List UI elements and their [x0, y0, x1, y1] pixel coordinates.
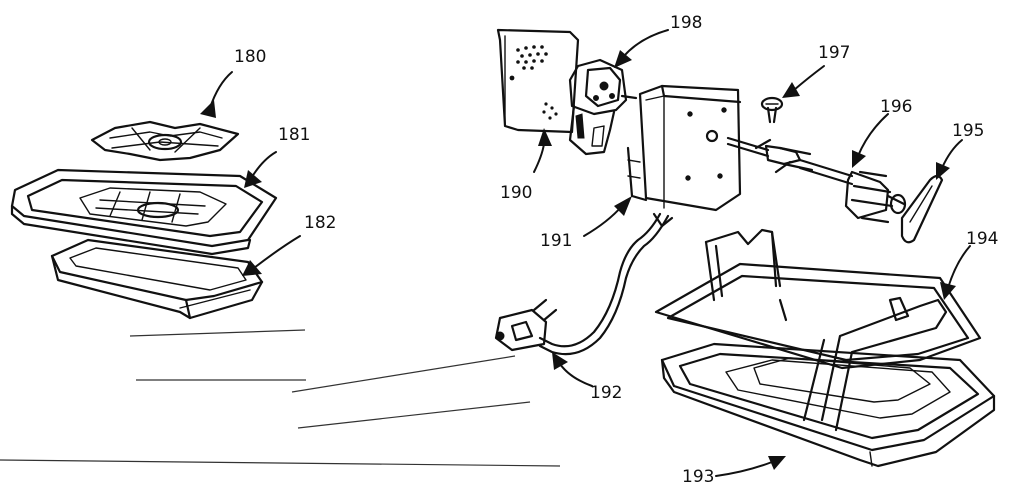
label-190: 190 — [500, 183, 532, 203]
leader-196 — [852, 113, 889, 168]
leader-192 — [552, 352, 593, 387]
leader-181 — [244, 151, 277, 188]
rule-line-1 — [129, 329, 306, 337]
leader-190 — [533, 128, 552, 173]
leader-195 — [936, 139, 963, 180]
label-196: 196 — [880, 97, 912, 117]
label-193: 193 — [682, 467, 714, 487]
part-182-broiler-pan — [50, 238, 264, 320]
part-198-motor — [568, 58, 638, 156]
part-193-drip-pan — [660, 342, 996, 468]
leader-193 — [715, 456, 786, 477]
label-195: 195 — [952, 121, 984, 141]
leader-180 — [200, 71, 233, 118]
leader-198 — [614, 29, 669, 68]
part-190-mounting-plate — [496, 28, 580, 134]
part-191-gearbox — [626, 84, 742, 212]
label-198: 198 — [670, 13, 702, 33]
leader-197 — [782, 65, 825, 98]
part-192-power-cord — [494, 212, 674, 356]
part-197-screw — [760, 96, 784, 124]
label-181: 181 — [278, 125, 310, 145]
label-191: 191 — [540, 231, 572, 251]
label-180: 180 — [234, 47, 266, 67]
label-197: 197 — [818, 43, 850, 63]
label-194: 194 — [966, 229, 998, 249]
label-192: 192 — [590, 383, 622, 403]
label-182: 182 — [304, 213, 336, 233]
part-196-spit — [726, 136, 894, 224]
rule-line-5 — [291, 355, 516, 393]
part-180-grate — [90, 120, 240, 162]
part-181-broiler-rack — [10, 168, 278, 256]
rule-line-4 — [0, 459, 561, 467]
part-194-rack-insert — [654, 228, 982, 432]
leader-182 — [242, 235, 301, 276]
rule-line-3 — [297, 401, 531, 429]
leader-194 — [940, 245, 971, 300]
part-195-spit-handle — [886, 174, 944, 244]
leader-191 — [583, 196, 632, 237]
